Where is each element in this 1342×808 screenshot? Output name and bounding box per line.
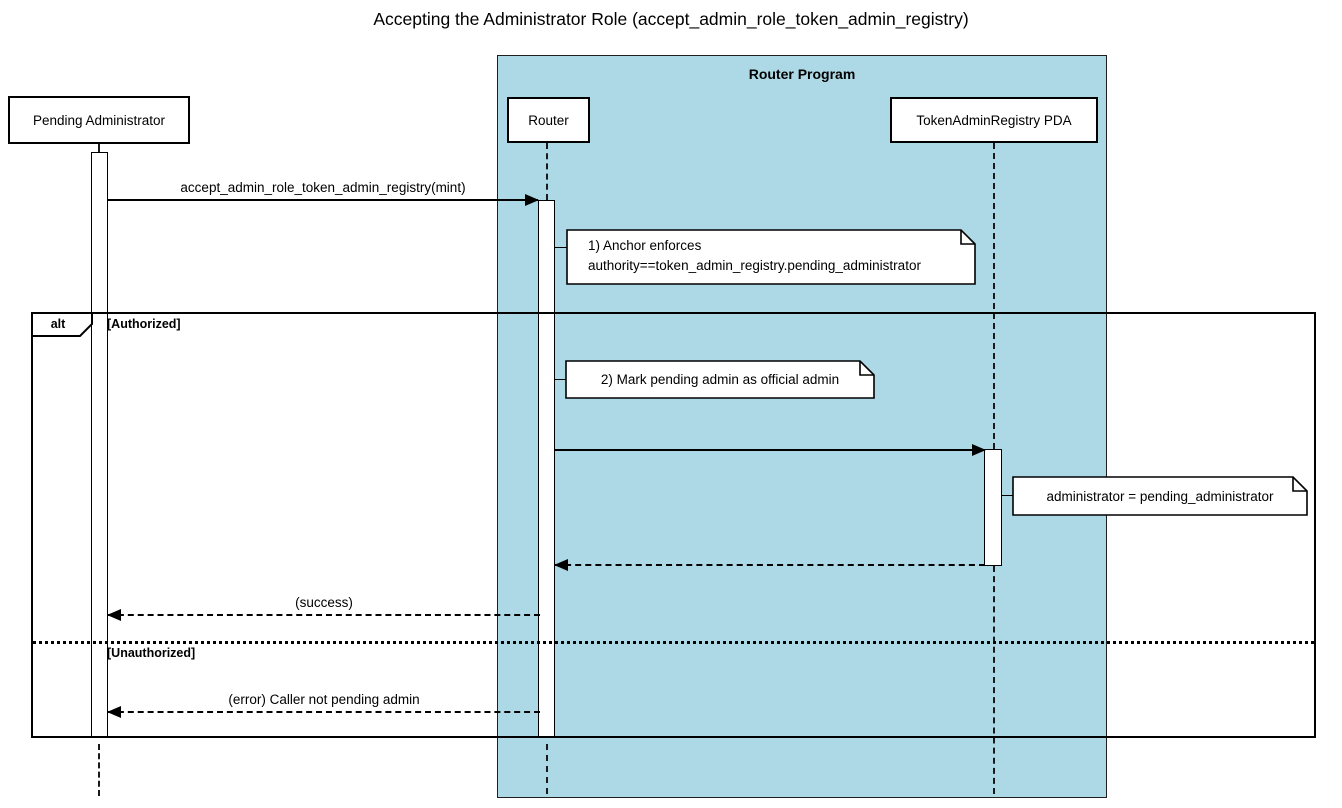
participant-pending-administrator: Pending Administrator: [8, 96, 190, 144]
alt-divider-line: [33, 641, 1314, 644]
lifeline-router-bottom: [546, 744, 548, 794]
note-mark-admin: 2) Mark pending admin as official admin: [565, 360, 875, 399]
alt-operator-label: alt: [50, 317, 66, 331]
diagram-title: Accepting the Administrator Role (accept…: [373, 9, 969, 29]
note-connector: [554, 379, 566, 380]
message-line: [108, 711, 540, 713]
arrowhead-left-icon: [107, 706, 121, 718]
message-line: [555, 449, 985, 451]
note-connector: [554, 247, 567, 248]
note-anchor-enforces: 1) Anchor enforces authority==token_admi…: [566, 229, 976, 285]
participant-router-label: Router: [528, 112, 569, 128]
message-line: [108, 199, 538, 201]
note-line-2: authority==token_admin_registry.pending_…: [588, 257, 921, 273]
arrowhead-left-icon: [107, 609, 121, 621]
arrowhead-right-icon: [972, 444, 986, 456]
participant-router: Router: [507, 97, 590, 143]
message-success-label: (success): [295, 595, 353, 610]
lifeline-registry-pda-top: [993, 143, 995, 449]
alt-operator-pentagon: [31, 312, 93, 337]
router-program-label: Router Program: [748, 66, 856, 82]
lifeline-registry-pda-bottom: [993, 566, 995, 794]
router-program-group-box: Router Program: [497, 55, 1107, 798]
participant-pending-administrator-label: Pending Administrator: [32, 112, 166, 128]
note-anchor-enforces-text: 1) Anchor enforces authority==token_admi…: [588, 236, 921, 275]
participant-token-admin-registry-pda-label: TokenAdminRegistry PDA: [916, 112, 1072, 128]
message-line: [108, 614, 540, 616]
note-assign-admin: administrator = pending_administrator: [1012, 476, 1308, 516]
guard-authorized: [Authorized]: [107, 317, 181, 331]
arrowhead-right-icon: [525, 194, 539, 206]
alt-frame: alt [Authorized] [Unauthorized]: [31, 312, 1316, 738]
note-shape: [566, 229, 976, 285]
note-shape: [1012, 476, 1308, 516]
lifeline-pending-administrator-stub: [98, 144, 100, 152]
message-line: [555, 564, 985, 566]
message-error-label: (error) Caller not pending admin: [228, 692, 420, 707]
note-line-1: 1) Anchor enforces: [588, 238, 702, 253]
activation-registry-pda: [984, 449, 1002, 566]
lifeline-router-top: [546, 143, 548, 200]
note-shape: [565, 360, 875, 399]
guard-unauthorized: [Unauthorized]: [107, 646, 196, 660]
participant-token-admin-registry-pda: TokenAdminRegistry PDA: [890, 97, 1098, 143]
note-mark-admin-text: 2) Mark pending admin as official admin: [600, 372, 840, 387]
arrowhead-left-icon: [554, 559, 568, 571]
note-connector: [1001, 495, 1013, 496]
message-accept-admin-role-label: accept_admin_role_token_admin_registry(m…: [180, 180, 466, 195]
note-assign-admin-text: administrator = pending_administrator: [1046, 488, 1274, 504]
lifeline-pending-administrator-bottom: [98, 744, 100, 796]
